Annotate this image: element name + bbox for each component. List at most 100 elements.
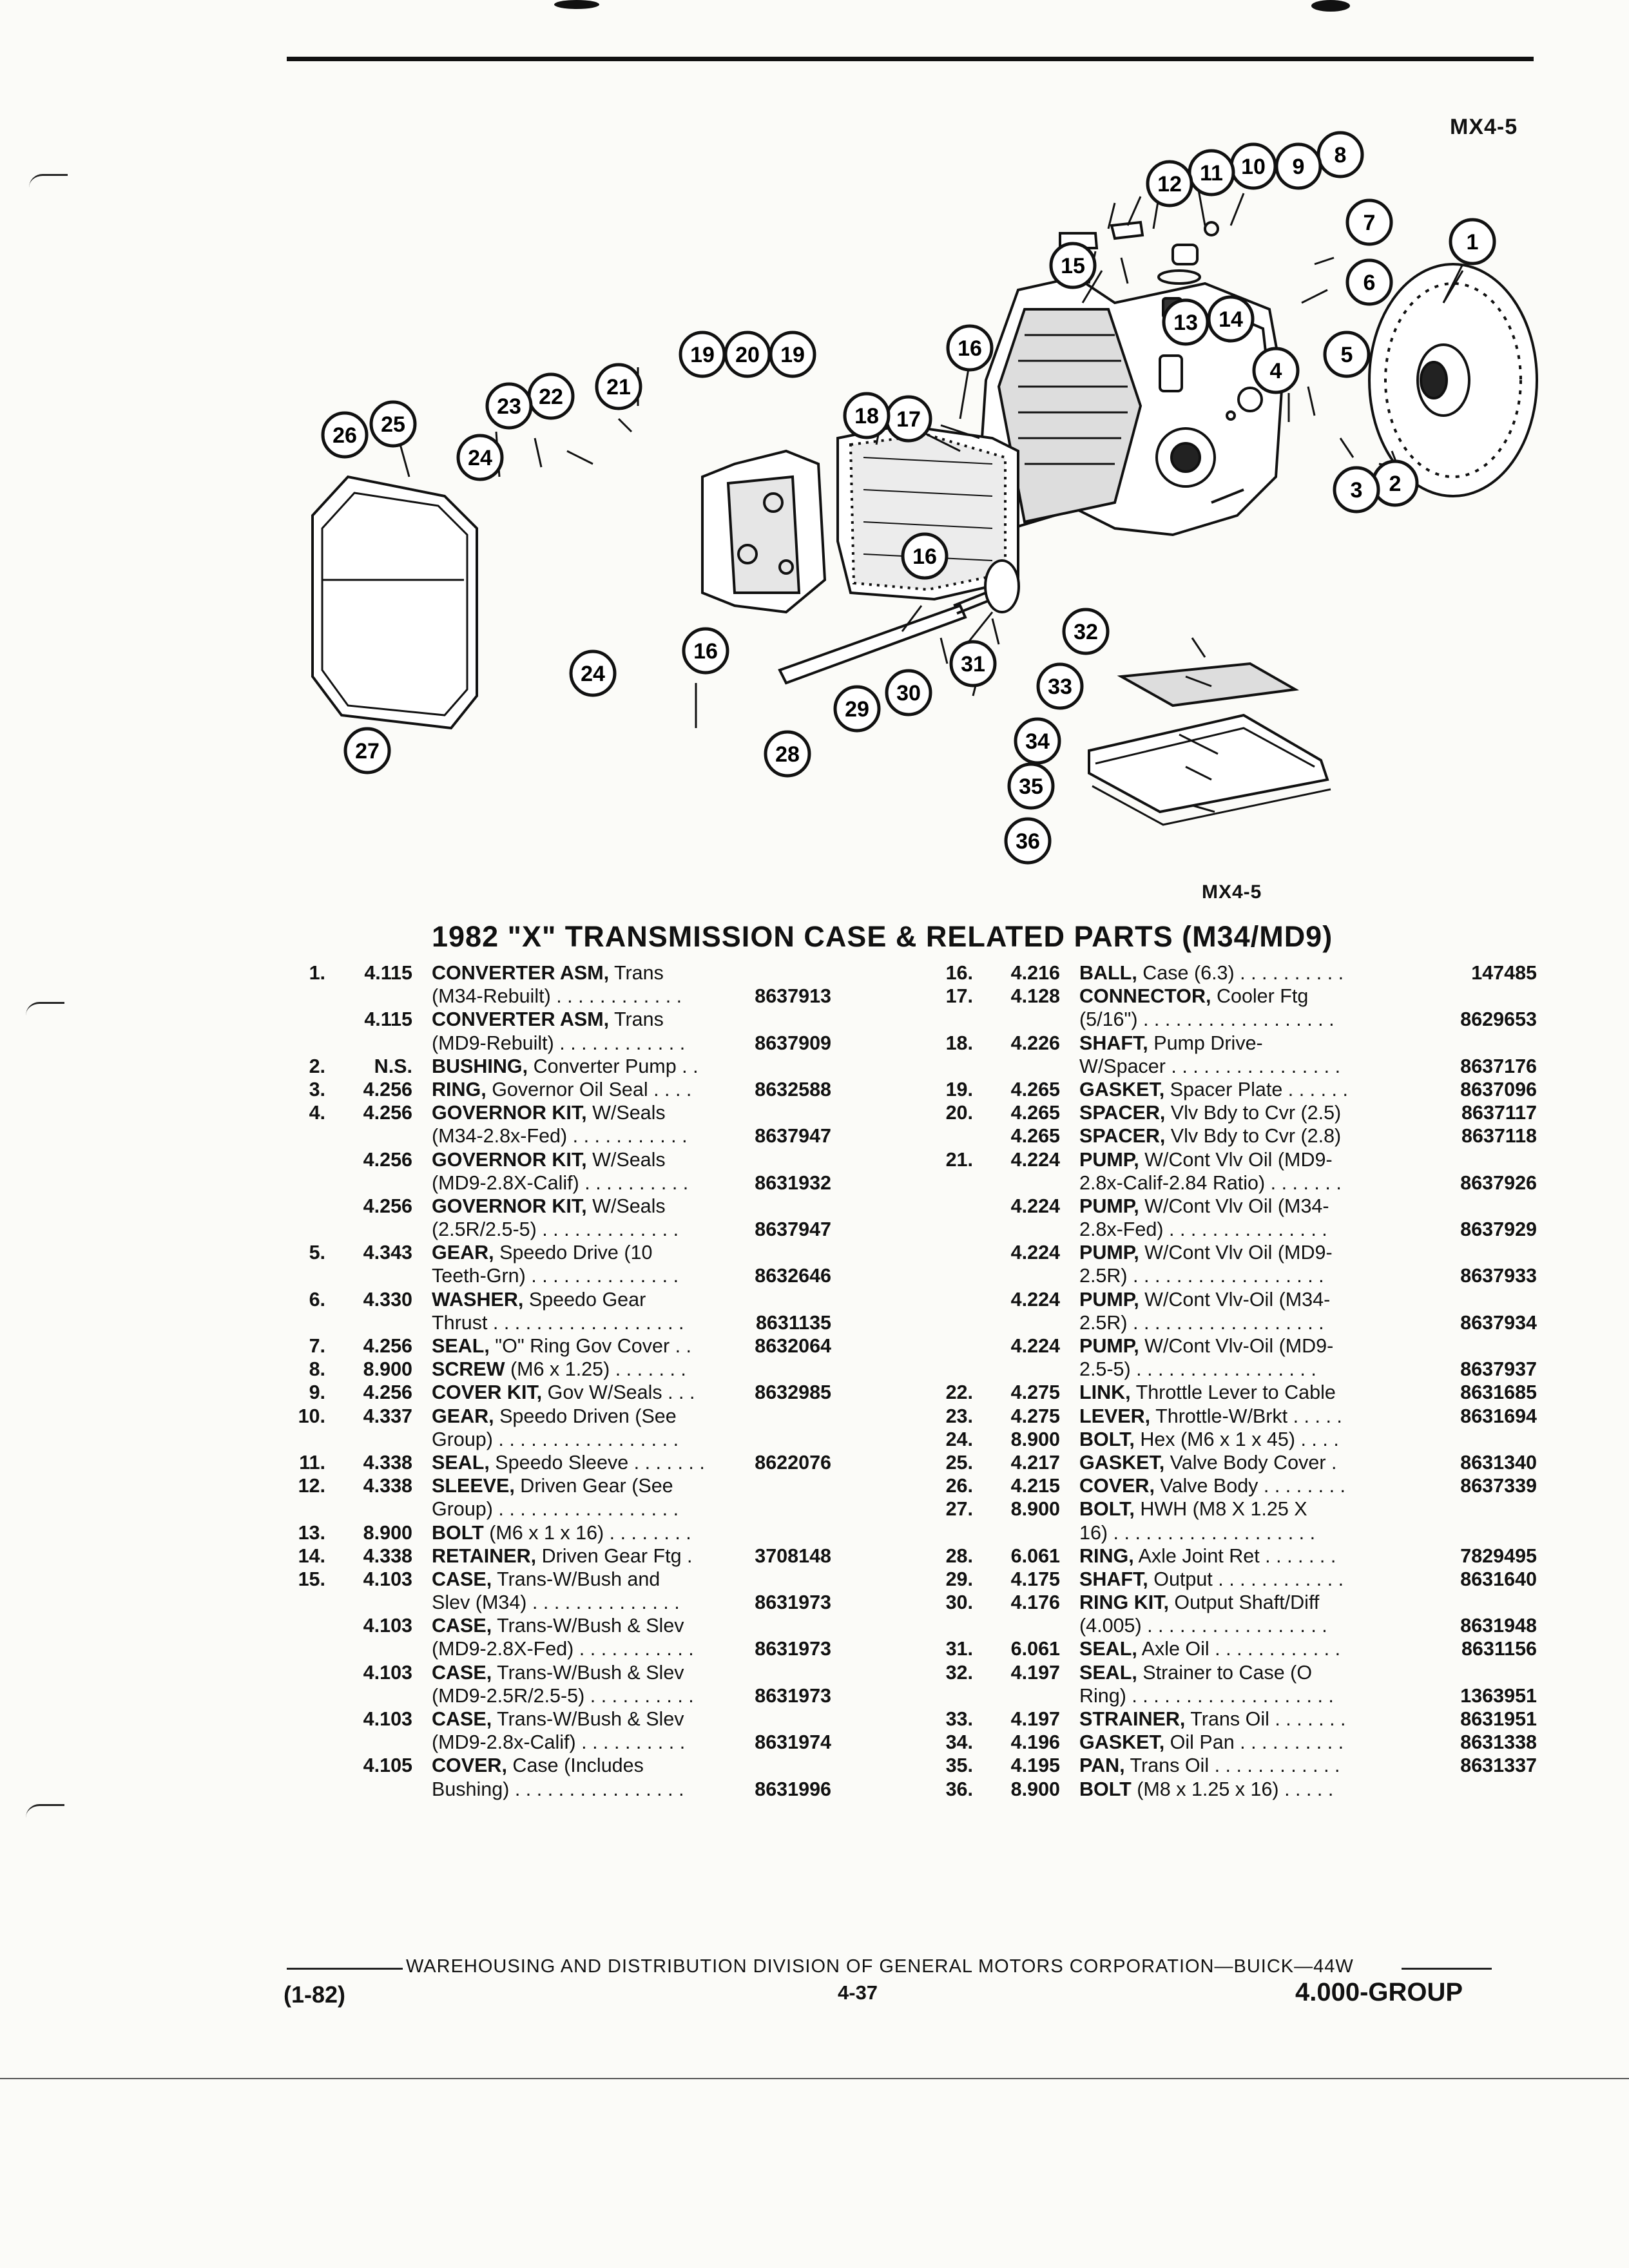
part-detail: Thrust . . . . . . . . . . . . . . . . .…	[432, 1311, 684, 1334]
group-number: 8.900	[1010, 1778, 1060, 1800]
svg-text:33: 33	[1048, 675, 1072, 699]
part-detail: Vlv Bdy to Cvr (2.5)	[1165, 1102, 1342, 1124]
group-number: 4.217	[1010, 1451, 1060, 1474]
group-number: 4.256	[363, 1381, 412, 1404]
svg-text:9: 9	[1293, 155, 1305, 179]
part-detail: Vlv Bdy to Cvr (2.8)	[1165, 1125, 1342, 1148]
part-number: 8632588	[755, 1078, 831, 1100]
part-detail: (4.005) . . . . . . . . . . . . . . . . …	[1079, 1615, 1327, 1637]
part-number: 8631640	[1460, 1568, 1537, 1590]
svg-text:14: 14	[1219, 307, 1243, 332]
item-number: 2.	[309, 1055, 325, 1077]
svg-text:15: 15	[1061, 254, 1085, 278]
item-number: 15.	[298, 1568, 325, 1590]
part-detail: Trans Oil . . . . . . . . . . . .	[1124, 1754, 1340, 1777]
group-number: 4.265	[1010, 1125, 1060, 1148]
part-description: BOLT (M6 x 1 x 16) . . . . . . . .	[432, 1521, 793, 1544]
scan-smudge-left	[554, 0, 599, 9]
part-description: WASHER, Speedo Gear	[432, 1288, 793, 1311]
group-number: 4.195	[1010, 1754, 1060, 1777]
part-detail: Cooler Ftg	[1211, 985, 1309, 1008]
parts-row: Group) . . . . . . . . . . . . . . . . .	[271, 1497, 876, 1521]
part-detail: Trans-W/Bush and	[492, 1568, 660, 1590]
part-detail: W/Seals	[586, 1102, 666, 1124]
part-detail: Axle Oil . . . . . . . . . . . .	[1137, 1638, 1341, 1660]
part-number: 8632985	[755, 1381, 831, 1404]
parts-row: (2.5R/2.5-5) . . . . . . . . . . . . .86…	[271, 1218, 876, 1241]
part-name: CASE,	[432, 1661, 492, 1684]
part-description: GOVERNOR KIT, W/Seals	[432, 1195, 793, 1218]
part-name: BOLT	[432, 1521, 484, 1544]
item-number: 13.	[298, 1521, 325, 1544]
svg-text:21: 21	[606, 375, 631, 399]
part-description: COVER KIT, Gov W/Seals . . .	[432, 1381, 793, 1404]
part-detail: Valve Body . . . . . . . .	[1154, 1475, 1346, 1497]
svg-text:16: 16	[958, 336, 982, 361]
item-number: 24.	[945, 1428, 973, 1450]
part-name: PUMP,	[1079, 1288, 1139, 1311]
part-name: SPACER,	[1079, 1125, 1166, 1148]
callout-22: 22	[527, 372, 575, 420]
callout-12: 12	[1146, 160, 1193, 207]
callout-24: 24	[569, 649, 617, 697]
svg-text:29: 29	[845, 697, 869, 722]
footer-division-text: WAREHOUSING AND DISTRIBUTION DIVISION OF…	[406, 1956, 1354, 1977]
part-description: BALL, Case (6.3) . . . . . . . . . .	[1079, 961, 1440, 985]
callout-30: 30	[885, 669, 932, 716]
callout-3: 3	[1333, 466, 1380, 514]
part-description: 2.8x-Calif-2.84 Ratio) . . . . . . .	[1079, 1171, 1440, 1195]
part-description: CASE, Trans-W/Bush & Slev	[432, 1614, 793, 1637]
part-description: RETAINER, Driven Gear Ftg .	[432, 1544, 793, 1568]
callout-13: 13	[1162, 298, 1210, 346]
part-description: LINK, Throttle Lever to Cable	[1079, 1381, 1440, 1404]
callout-16: 16	[901, 532, 949, 580]
leader-lines	[392, 189, 1464, 813]
item-number: 12.	[298, 1475, 325, 1497]
transmission-case-drawing	[978, 275, 1284, 537]
svg-text:13: 13	[1173, 311, 1198, 335]
group-number: 4.103	[363, 1615, 412, 1637]
part-name: SPACER,	[1079, 1102, 1166, 1124]
item-number: 6.	[309, 1288, 325, 1311]
svg-text:36: 36	[1016, 829, 1040, 854]
part-detail: Slev (M34) . . . . . . . . . . . . . .	[432, 1591, 680, 1614]
part-name: SCREW	[432, 1358, 505, 1381]
part-description: (MD9-2.8X-Fed) . . . . . . . . . . .	[432, 1637, 793, 1660]
part-name: GOVERNOR KIT,	[432, 1102, 587, 1124]
parts-row: 2.8x-Fed) . . . . . . . . . . . . . . .8…	[918, 1218, 1537, 1241]
parts-row: (MD9-2.5R/2.5-5) . . . . . . . . . .8631…	[271, 1684, 876, 1707]
part-name: RING,	[432, 1078, 487, 1100]
part-name: PUMP,	[1079, 1335, 1139, 1357]
part-number: 8631685	[1460, 1381, 1537, 1404]
part-description: BOLT, Hex (M6 x 1 x 45) . . . .	[1079, 1428, 1440, 1451]
part-number: 8631974	[755, 1731, 831, 1754]
callout-7: 7	[1345, 198, 1393, 246]
parts-row: Group) . . . . . . . . . . . . . . . . .	[271, 1428, 876, 1451]
part-number: 8631135	[755, 1311, 831, 1334]
svg-text:19: 19	[690, 343, 715, 367]
svg-text:8: 8	[1335, 143, 1347, 168]
exploded-view-diagram: 1 2 3 4 5 6 7 8 9 10 11 12 13 14 15 16 1…	[311, 131, 1538, 865]
part-number: 8637913	[755, 985, 831, 1008]
callout-32: 32	[1062, 608, 1110, 655]
part-description: 2.8x-Fed) . . . . . . . . . . . . . . .	[1079, 1218, 1440, 1241]
part-detail: 2.8x-Fed) . . . . . . . . . . . . . . .	[1079, 1218, 1327, 1241]
part-description: PUMP, W/Cont Vlv-Oil (MD9-	[1079, 1334, 1440, 1358]
part-name: PUMP,	[1079, 1242, 1139, 1264]
svg-text:28: 28	[775, 742, 800, 767]
group-number: 4.128	[1010, 985, 1060, 1008]
part-number: 8637947	[755, 1125, 831, 1148]
part-name: GEAR,	[432, 1242, 494, 1264]
part-detail: Throttle Lever to Cable	[1130, 1381, 1336, 1404]
group-number: 4.224	[1010, 1335, 1060, 1357]
callout-4: 4	[1252, 347, 1300, 394]
